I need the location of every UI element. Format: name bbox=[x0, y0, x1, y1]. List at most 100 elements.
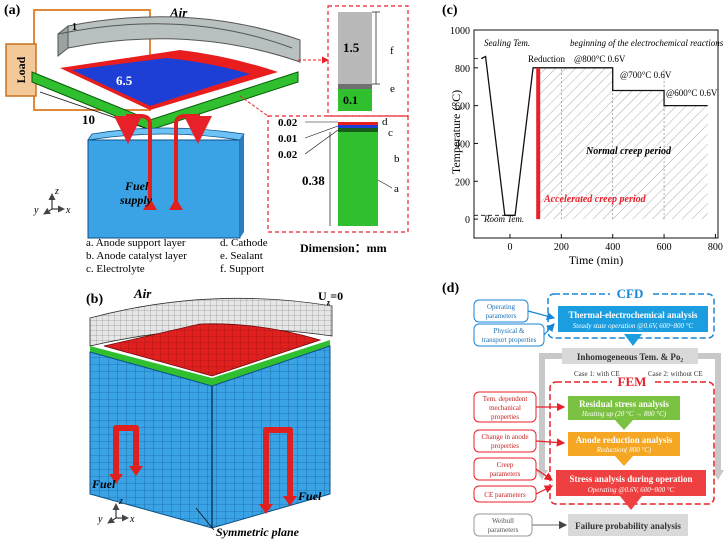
panel-b-air-label: Air bbox=[133, 286, 152, 301]
input-tem-line2: mechanical bbox=[489, 404, 521, 412]
operating-line1: Operating bbox=[487, 303, 515, 311]
support-arc-edge bbox=[57, 23, 293, 49]
y-tick-label-800: 800 bbox=[455, 64, 470, 75]
failure-label: Failure probability analysis bbox=[575, 521, 681, 531]
residual-sub: Heating up (20 °C → 800 °C) bbox=[581, 410, 667, 418]
input-tem-line3: properties bbox=[491, 413, 519, 421]
annot-beginning: beginning of the electrochemical reactio… bbox=[570, 38, 724, 48]
axis-y-b: y bbox=[97, 514, 103, 525]
zoom-support bbox=[338, 12, 372, 84]
panel-c-label: (c) bbox=[442, 3, 458, 18]
mesh-fuel-left: Fuel bbox=[91, 477, 116, 491]
inhomogeneous-label: Inhomogeneous Tem. & Po₂ bbox=[577, 352, 684, 362]
chart-xlabel: Time (min) bbox=[569, 253, 624, 267]
reduction-sub: Reduction( 800 °C) bbox=[596, 446, 652, 454]
input-creep-line2: parameters bbox=[490, 470, 521, 478]
axes-triad-b: z x y bbox=[97, 496, 135, 525]
weibull-line1: Weibull bbox=[492, 517, 514, 525]
panel-a: (a) Air Load 6.5 1 10 Fuel supply bbox=[4, 3, 409, 275]
fuel-flow-arrows bbox=[114, 114, 212, 210]
x-tick-label-800: 800 bbox=[708, 242, 723, 253]
axis-z-a: z bbox=[54, 186, 59, 197]
axis-x-b: x bbox=[129, 514, 135, 525]
electrolyte-layer bbox=[72, 58, 250, 106]
dim-width-label: 10 bbox=[82, 112, 95, 127]
axis-y-a: y bbox=[33, 205, 39, 216]
mesh-cathode bbox=[103, 323, 322, 377]
mesh-sealant bbox=[90, 340, 330, 386]
dim-radius-label: 6.5 bbox=[116, 73, 133, 88]
annot-room: Room Tem. bbox=[483, 214, 524, 224]
zoom-cathode bbox=[338, 122, 378, 125]
y-tick-label-0: 0 bbox=[465, 215, 470, 226]
anode-thickness: 0.38 bbox=[302, 173, 325, 188]
dim-top-label: 1 bbox=[72, 22, 77, 33]
y-tick-label-400: 400 bbox=[455, 139, 470, 150]
physical-line2: transport properties bbox=[482, 336, 537, 344]
annot-normal: Normal creep period bbox=[585, 146, 672, 157]
fuel-supply-line2: supply bbox=[119, 193, 153, 207]
chart-ylabel: Temperature (°C) bbox=[449, 90, 463, 174]
stress-box bbox=[556, 470, 706, 496]
annot-accelerated: Accelerated creep period bbox=[543, 194, 647, 205]
panel-b-bc: Uz=0 bbox=[318, 289, 343, 307]
symmetric-plane-pointer bbox=[195, 507, 215, 531]
zoom-electrolyte bbox=[338, 125, 378, 128]
zoom-thk-3: 0.02 bbox=[278, 149, 298, 161]
zoom-letter-c: c bbox=[388, 127, 393, 139]
inhomogeneous-box bbox=[562, 348, 698, 364]
annot-reduction: Reduction bbox=[528, 54, 565, 64]
legend-a: a. Anode support layer bbox=[86, 237, 186, 249]
axes-triad-a: z x y bbox=[33, 186, 71, 216]
physical-line1: Physical & bbox=[494, 327, 525, 335]
panel-d-label: (d) bbox=[442, 281, 459, 296]
y-tick-label-1000: 1000 bbox=[450, 26, 470, 37]
reduction-title: Anode reduction analysis bbox=[576, 435, 673, 445]
fuel-supply-line1: Fuel bbox=[124, 179, 149, 193]
legend-e: e. Sealant bbox=[220, 250, 263, 262]
support-arc bbox=[67, 16, 301, 63]
chart-frame bbox=[473, 29, 719, 239]
symmetric-plane-label: Symmetric plane bbox=[216, 525, 300, 539]
load-box bbox=[5, 43, 37, 97]
zoom-letter-a: a bbox=[394, 183, 399, 195]
thermal-sub: Steady state operation @0.6V, 600~800 °C bbox=[573, 322, 694, 330]
legend-c: c. Electrolyte bbox=[86, 263, 145, 275]
axis-z-b: z bbox=[118, 496, 123, 507]
zoom-box-bottom bbox=[267, 115, 409, 233]
dimension-note: Dimension：mm bbox=[300, 241, 387, 255]
temperature-series bbox=[481, 55, 708, 216]
y-tick-label-200: 200 bbox=[455, 177, 470, 188]
zoom-thk-2: 0.01 bbox=[278, 133, 297, 145]
residual-title: Residual stress analysis bbox=[579, 399, 669, 409]
fuel-block-side bbox=[240, 134, 244, 238]
annot-step700: @700°C 0.6V bbox=[620, 70, 672, 80]
support-thickness: 1.5 bbox=[343, 40, 360, 55]
reduction-box bbox=[568, 432, 680, 456]
x-tick-label-200: 200 bbox=[554, 242, 569, 253]
support-arc-end bbox=[57, 24, 69, 58]
chart-lines bbox=[474, 55, 708, 220]
operating-line2: parameters bbox=[486, 312, 517, 320]
zoom-thk-1: 0.02 bbox=[278, 117, 298, 129]
annot-sealing: Sealing Tem. bbox=[484, 38, 530, 48]
panel-b-label: (b) bbox=[86, 292, 103, 307]
failure-box bbox=[568, 514, 688, 536]
fuel-block bbox=[87, 139, 241, 239]
legend-b: b. Anode catalyst layer bbox=[86, 250, 187, 262]
annot-step800: @800°C 0.6V bbox=[574, 54, 626, 64]
weibull-line2: parameters bbox=[488, 526, 519, 534]
input-anode-line2: properties bbox=[491, 442, 519, 450]
fem-title: FEM bbox=[618, 374, 647, 389]
thermal-box bbox=[558, 306, 708, 332]
x-tick-label-0: 0 bbox=[507, 242, 512, 253]
mesh-fuel-right: Fuel bbox=[297, 489, 322, 503]
thermal-title: Thermal-electrochemical analysis bbox=[568, 310, 698, 320]
legend-f: f. Support bbox=[220, 263, 264, 275]
x-tick-label-400: 400 bbox=[605, 242, 620, 253]
legend-d: d. Cathode bbox=[220, 237, 268, 249]
mesh-fuel-arrows bbox=[109, 425, 297, 514]
zoom-sealant bbox=[338, 89, 372, 111]
